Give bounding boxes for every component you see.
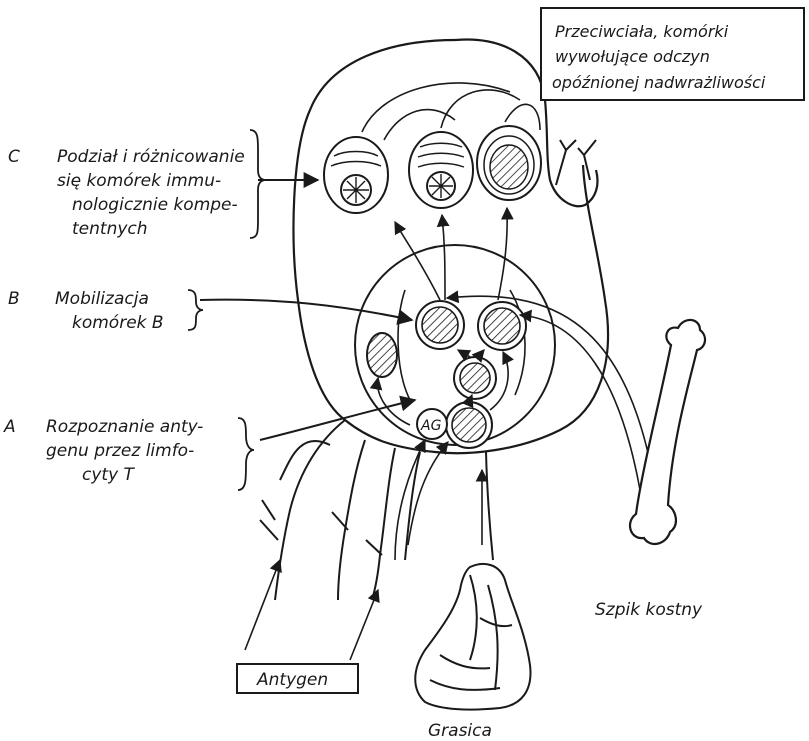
efferent-duct [556,140,596,185]
output-box-line-2: wywołujące odczyn [555,47,710,66]
output-box-line-1: Przeciwciała, komórki [555,22,729,41]
cell-b2 [478,302,526,350]
cell-c3 [477,126,541,200]
step-c-line-3: nologicznie kompe- [72,195,238,215]
cell-b1 [416,301,464,349]
lymph-node-outline [294,40,608,453]
step-c-line-1: Podział i różnicowanie [57,147,245,167]
cell-a [446,402,492,448]
antigen-label: Antygen [256,670,328,690]
step-a-line-1: Rozpoznanie anty- [46,417,203,437]
antigen-arrows [245,440,448,660]
thymus-shape [415,564,530,710]
step-c-marker: C [8,147,20,167]
bone-shape [630,320,705,544]
step-c-line-4: tentnych [72,219,148,239]
afferent-vessels [260,420,493,600]
step-b-line-1: Mobilizacja [55,289,149,309]
ag-cell-label: AG [420,418,442,434]
cell-left-oval [367,333,397,377]
step-b-line-2: komórek B [72,313,164,333]
step-b-marker: B [8,289,20,309]
step-c-line-2: się komórek immu- [57,171,221,191]
step-a-line-2: genu przez limfo- [46,441,194,461]
bone-marrow-label: Szpik kostny [595,600,703,620]
cell-center [454,357,496,399]
step-a-marker: A [3,417,16,437]
cell-c1 [324,137,388,213]
node-inner-fold [398,290,410,400]
step-a-line-3: cyty T [82,465,136,485]
thymus-label: Grasica [428,721,492,741]
cell-c2 [409,132,473,208]
output-box-line-3: opóźnionej nadwrażliwości [552,73,766,92]
